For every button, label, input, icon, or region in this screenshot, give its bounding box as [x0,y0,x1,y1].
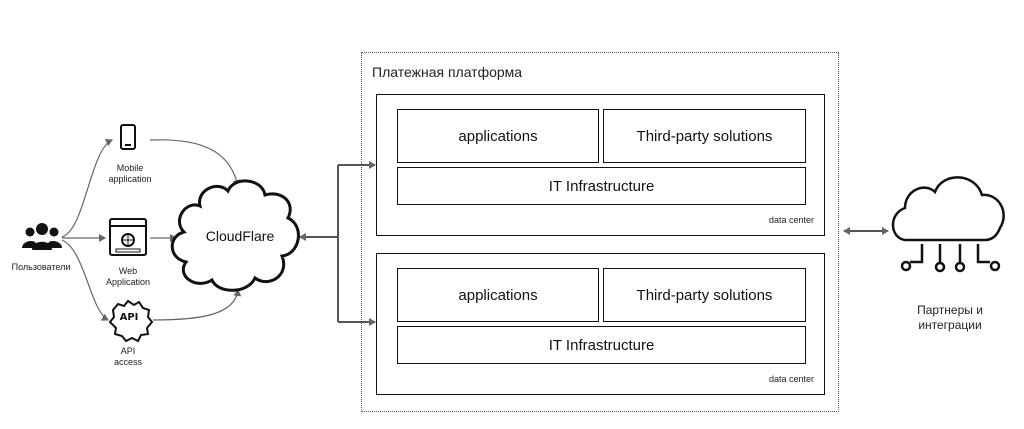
partners-cloud-network-icon [891,176,1005,273]
payment-platform-container [361,52,839,412]
dc1-third-party-box: Third-party solutions [603,109,806,163]
edge-users-api [61,239,109,321]
dc1-applications-box: applications [397,109,599,163]
web-client-label: Web Application [105,266,151,287]
datacenter-2: applications Third-party solutions IT In… [376,253,825,395]
dc2-label: data center [768,374,814,384]
datacenter-1: applications Third-party solutions IT In… [376,94,825,236]
dc2-infrastructure-box: IT Infrastructure [397,326,806,364]
web-app-icon [109,218,147,256]
edge-api-cloudflare [152,289,242,321]
dc2-third-party-box: Third-party solutions [603,268,806,322]
edge-users-mobile [61,138,113,238]
users-icon [22,223,62,250]
dc1-label: data center [768,215,814,225]
partners-label: Партнеры и интеграции [917,303,983,332]
users-label: Пользователи [11,262,71,272]
api-client-label: API access [113,346,142,367]
api-gear-icon [108,299,154,343]
edge-mobile-cloudflare [149,139,241,187]
cloudflare-cloud-icon [170,179,300,292]
dc1-infrastructure-box: IT Infrastructure [397,167,806,205]
mobile-phone-icon [120,124,136,150]
dc2-applications-box: applications [397,268,599,322]
cloudflare-label: CloudFlare [205,228,275,244]
api-icon-text: API [119,312,139,323]
mobile-client-label: Mobile application [108,163,152,184]
platform-title: Платежная платформа [372,64,523,80]
